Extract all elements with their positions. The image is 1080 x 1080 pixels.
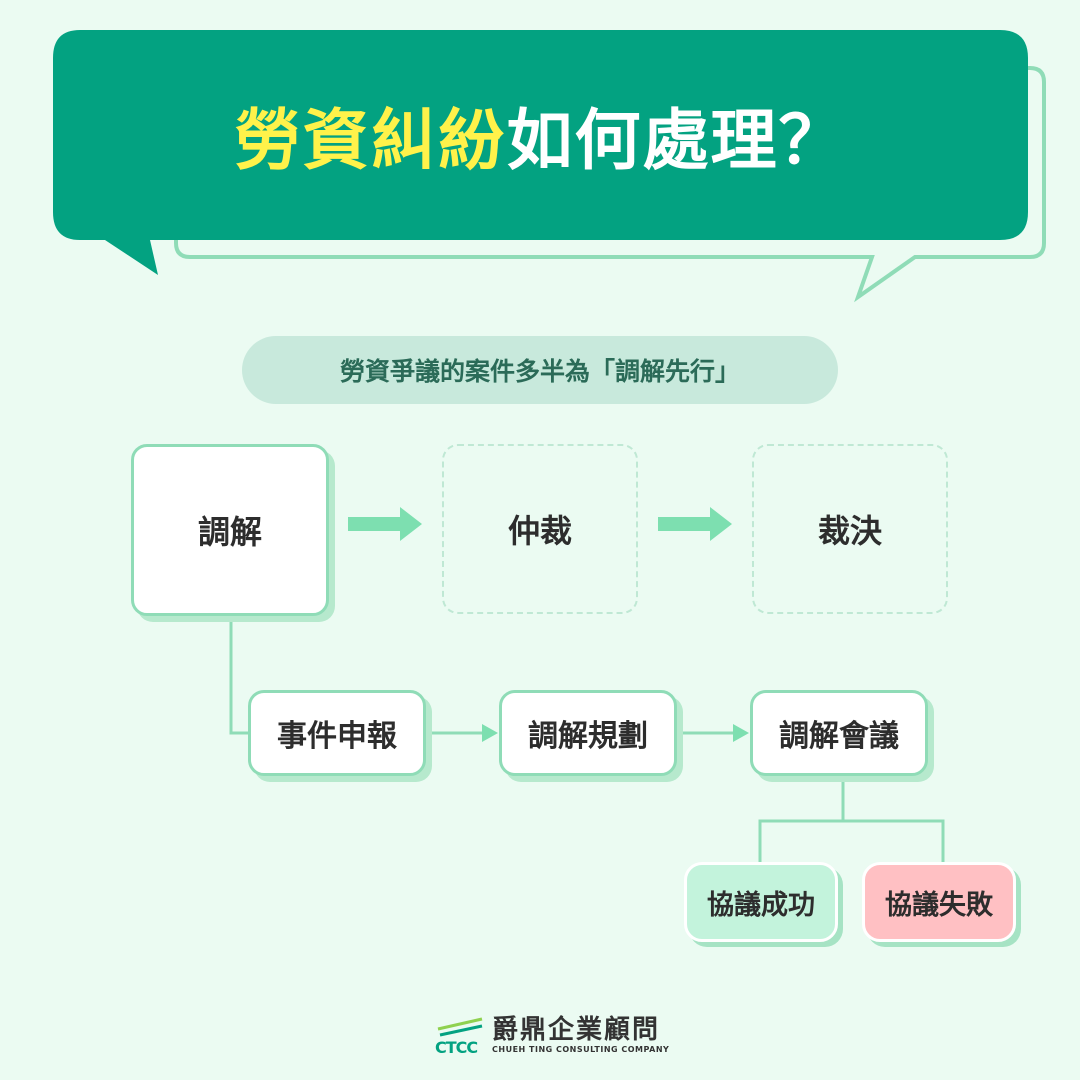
company-name-cn: 爵鼎企業顧問 <box>492 1015 661 1045</box>
step-mediation-planning: 調解規劃 <box>499 690 677 776</box>
arrow-right-icon <box>658 507 732 541</box>
step-arbitration: 仲裁 <box>442 444 638 614</box>
outcome-success: 協議成功 <box>684 862 838 942</box>
outcome-failure: 協議失敗 <box>862 862 1016 942</box>
arrow-head-icon <box>733 724 749 742</box>
company-name-en: CHUEH TING CONSULTING COMPANY <box>492 1045 670 1054</box>
branch-line <box>758 819 945 864</box>
speech-bubble <box>53 30 1028 275</box>
step-mediation-meeting: 調解會議 <box>750 690 928 776</box>
arrow-head-icon <box>482 724 498 742</box>
arrow-right-icon <box>348 507 422 541</box>
step-adjudication: 裁決 <box>752 444 948 614</box>
title-highlight: 勞資糾紛 <box>234 102 507 179</box>
ctcc-logo-icon: CTCC <box>435 1017 483 1055</box>
title-rest: 如何處理？ <box>506 102 847 179</box>
svg-text:CTCC: CTCC <box>435 1038 477 1055</box>
subtitle-pill: 勞資爭議的案件多半為「調解先行」 <box>242 336 838 404</box>
step-case-report: 事件申報 <box>248 690 426 776</box>
step-mediation: 調解 <box>131 444 329 616</box>
company-logo: CTCC 爵鼎企業顧問 CHUEH TING CONSULTING COMPAN… <box>434 1010 669 1060</box>
page-title: 勞資糾紛如何處理？ <box>53 30 1028 240</box>
connector-line <box>229 616 250 735</box>
